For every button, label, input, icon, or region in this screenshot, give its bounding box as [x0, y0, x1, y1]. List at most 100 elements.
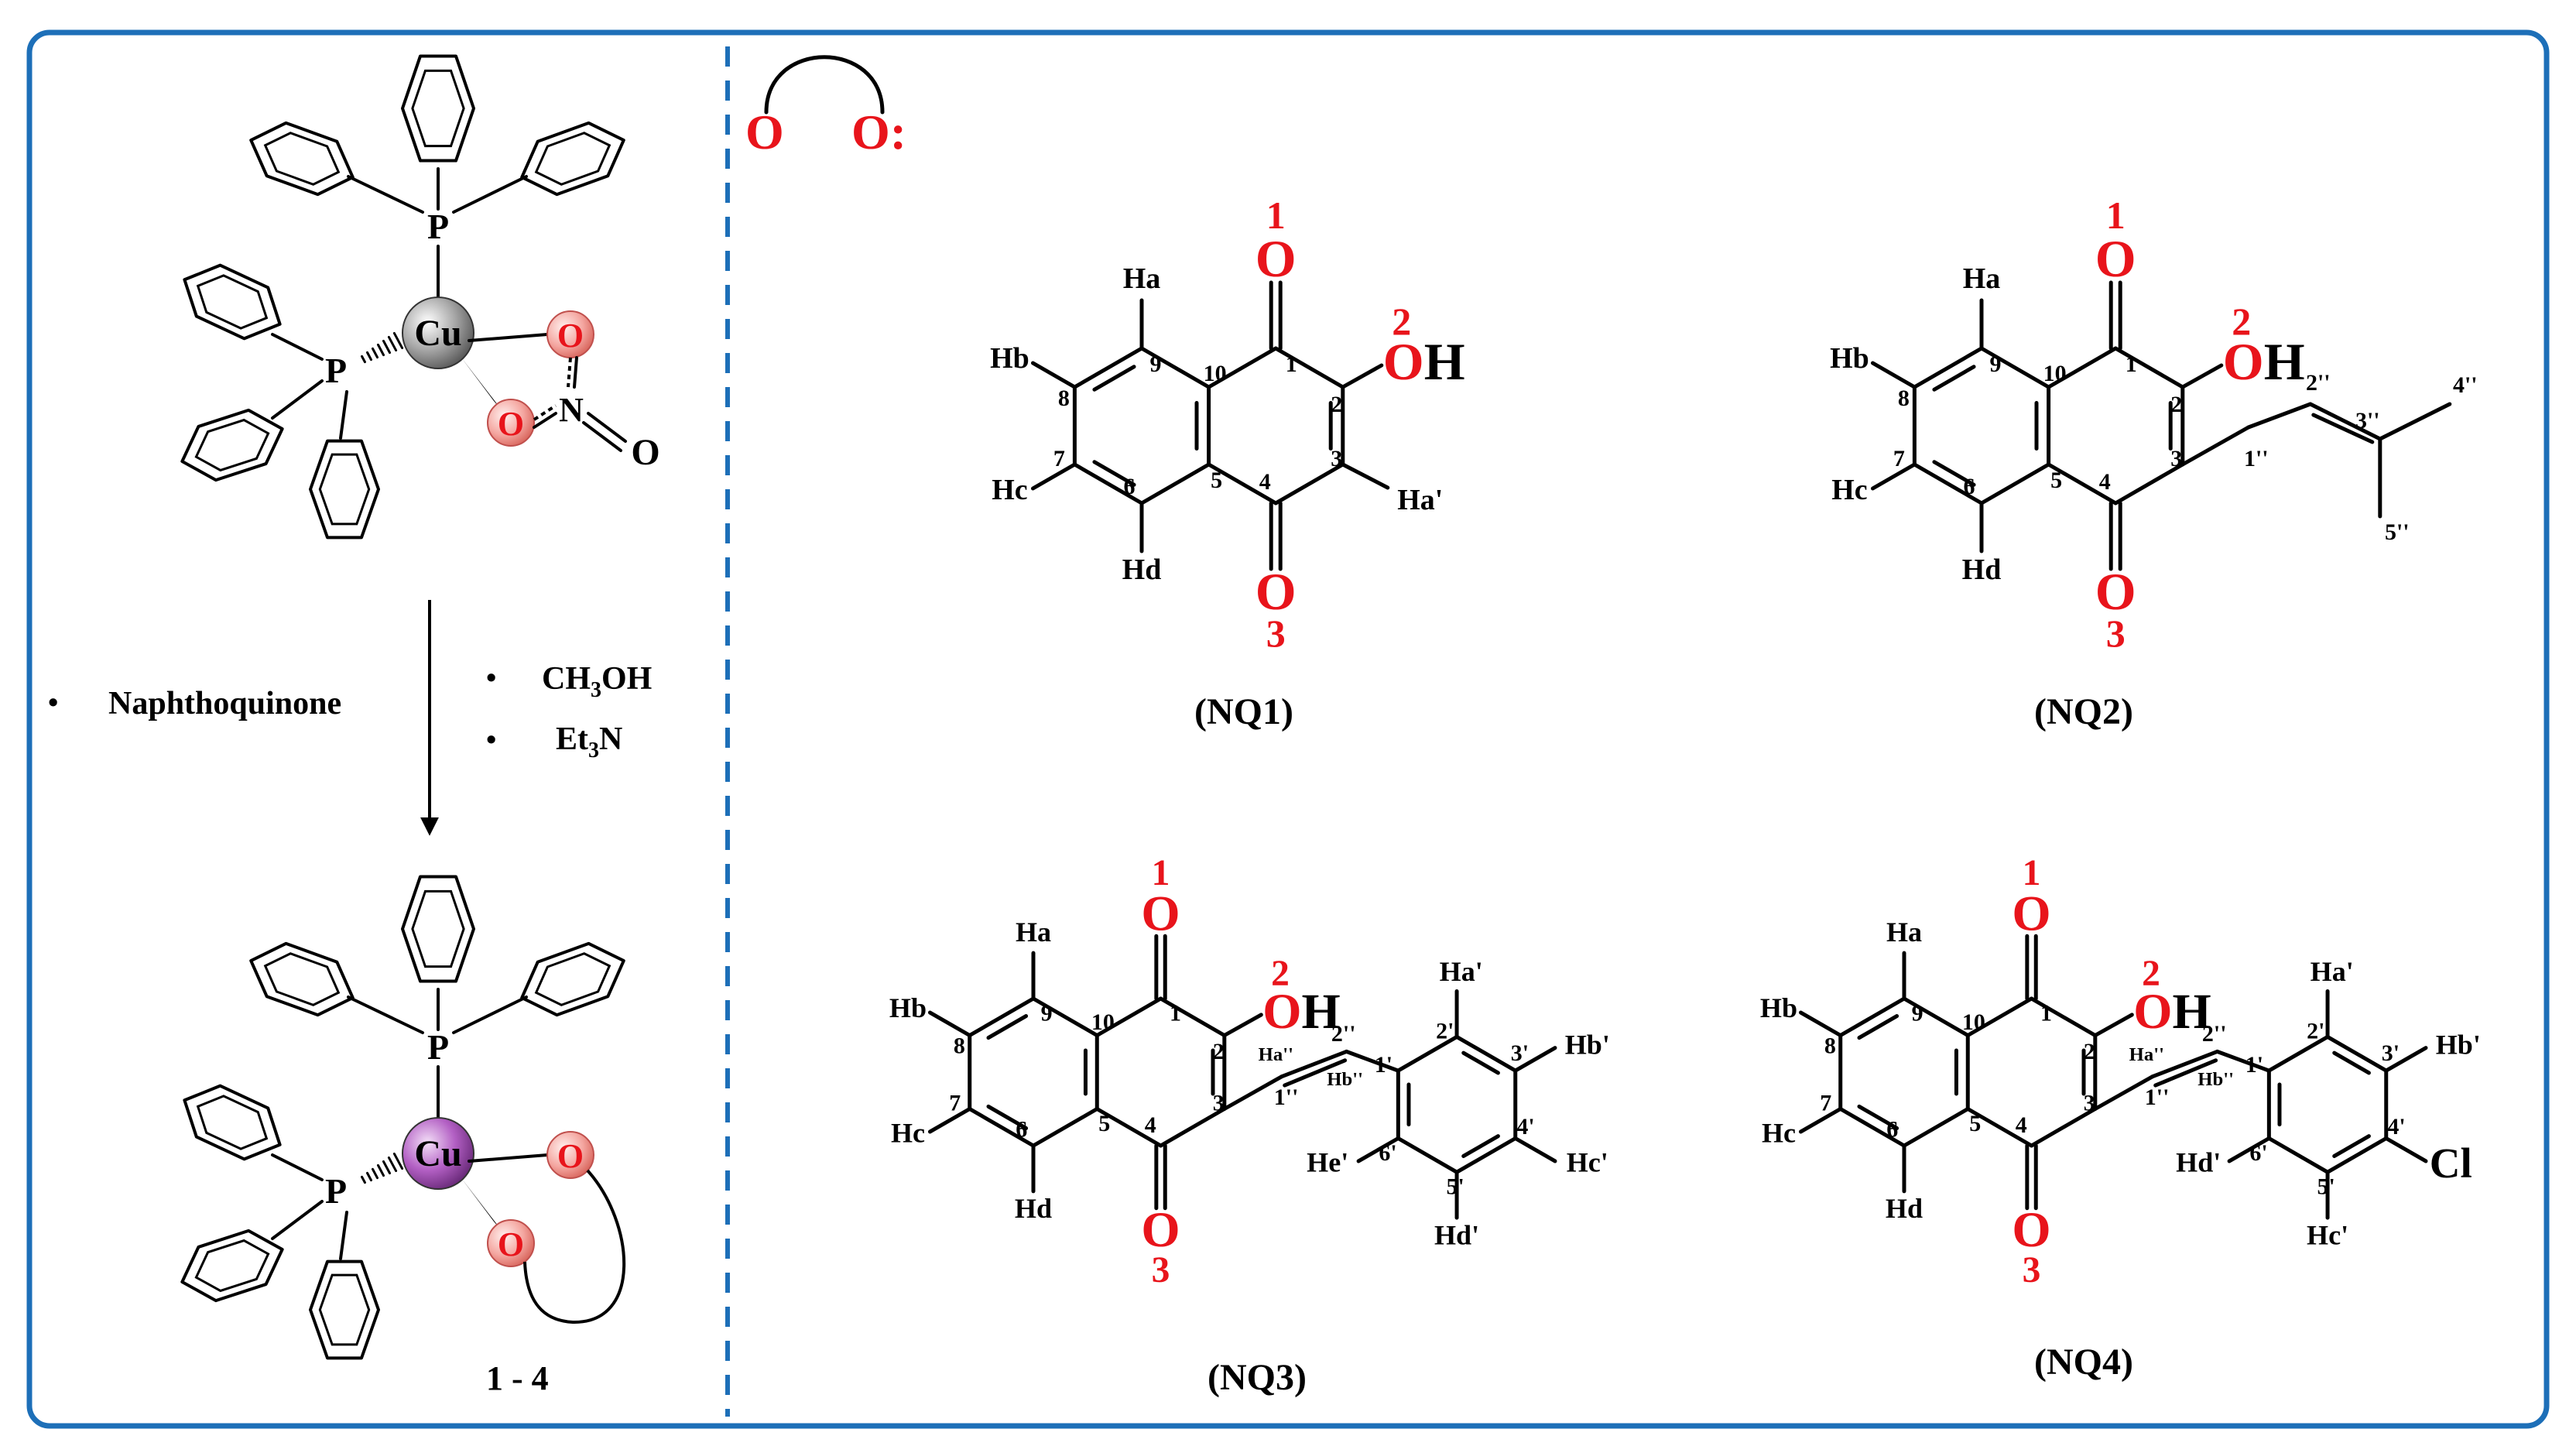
label-nq1: (NQ1)	[1194, 691, 1293, 732]
ring-number-7: 7	[1820, 1090, 1831, 1115]
n-o-dashed-bond	[567, 357, 572, 388]
phenyl-inner-ring	[194, 1239, 270, 1293]
ring-number-5: 5	[1969, 1111, 1981, 1136]
cu-o-bond	[468, 1153, 549, 1163]
label-ha: Ha	[1886, 917, 1922, 948]
ring-number-8: 8	[1824, 1033, 1836, 1058]
ring-bond	[1094, 1107, 1163, 1148]
h-bond	[1870, 462, 1917, 491]
phenyl-ring	[401, 875, 475, 983]
oxygen-ball	[487, 399, 535, 447]
ring-number-2: 2	[1213, 1039, 1225, 1064]
double-bond	[1932, 460, 1976, 487]
vinyl-phenyl-bond	[1345, 1049, 1400, 1073]
ring-number-1: 1	[1170, 1001, 1181, 1026]
phenyl-number-4: 4'	[1516, 1114, 1534, 1139]
double-bond	[1857, 1014, 1899, 1040]
ring-bond	[1139, 462, 1211, 505]
ring-bond	[1159, 1107, 1227, 1148]
double-bond	[986, 1104, 1029, 1130]
bullet-methanol: •	[486, 662, 496, 694]
phosphorus-1: P	[427, 207, 449, 246]
h-bond	[927, 1010, 972, 1037]
label-o3-number: 3	[1266, 612, 1286, 655]
prenyl-2: 2''	[2306, 370, 2331, 396]
hashed-wedge-segment	[376, 1163, 385, 1177]
phenyl-bond	[2325, 1034, 2389, 1073]
ring-bond	[1965, 1107, 2034, 1148]
label-he-prime: He'	[1307, 1146, 1348, 1177]
vinyl-bond	[2093, 1074, 2155, 1111]
h-bond	[1870, 361, 1917, 389]
hashed-wedge-segment	[372, 347, 379, 359]
label-nq4: (NQ4)	[2034, 1342, 2133, 1383]
ring-number-6: 6	[1886, 1117, 1898, 1143]
h-bond	[2384, 1046, 2428, 1073]
phenyl-icon	[401, 54, 475, 163]
ring-number-1: 1	[1286, 351, 1297, 377]
label-hd-prime: Hd'	[2176, 1146, 2221, 1177]
p-phenyl-bond	[347, 175, 424, 214]
ring-bond	[1072, 346, 1144, 389]
vinyl-bond	[1222, 1074, 1284, 1111]
label-hd: Hd	[1015, 1193, 1052, 1224]
phosphorus-1: P	[427, 1027, 449, 1067]
ring-bond	[2030, 1107, 2098, 1148]
carbonyl-o3: O	[1255, 562, 1297, 621]
chelate-arc-icon	[764, 55, 885, 115]
ring-bond	[2113, 462, 2185, 505]
phenyl-bond	[1454, 1034, 1518, 1073]
h-bond	[1341, 462, 1390, 490]
label-o3-number: 3	[1152, 1250, 1170, 1290]
wedge-bond	[461, 358, 503, 412]
h-bond	[1356, 1136, 1400, 1163]
label-o3-number: 3	[2023, 1250, 2041, 1290]
label-o1-number: 1	[1266, 194, 1286, 237]
label-hd-prime: Hd'	[1434, 1219, 1479, 1250]
label-hb: Hb	[1830, 342, 1869, 375]
n-o-bond	[582, 421, 622, 452]
ring-number-10: 10	[1091, 1009, 1115, 1035]
hydroxyl-group: OH	[2133, 983, 2211, 1039]
hashed-wedge-segment	[376, 343, 385, 357]
reagent-triethylamine: Et3N	[556, 721, 622, 762]
ring-bond	[2030, 996, 2098, 1037]
phenyl-inner-ring	[534, 132, 611, 186]
label-ha2: Ha''	[2129, 1044, 2164, 1065]
ring-number-8: 8	[1058, 386, 1070, 411]
n-o-dashed-bond	[533, 404, 557, 421]
label-ha2: Ha''	[1259, 1044, 1293, 1065]
ring-number-4: 4	[1145, 1112, 1156, 1138]
ring-number-6: 6	[1964, 474, 1975, 499]
cu-o-bond	[468, 333, 549, 342]
phosphorus-2: P	[325, 1171, 347, 1211]
double-bond	[1932, 365, 1976, 392]
prenyl-bond	[2378, 402, 2452, 441]
carbonyl-o1: O	[1255, 229, 1297, 288]
h-bond	[1513, 1046, 1557, 1073]
ring-number-3: 3	[1331, 446, 1342, 471]
ring-number-3: 3	[1213, 1090, 1225, 1115]
hydroxyl-group: OH	[1383, 332, 1465, 391]
h-bond	[927, 1107, 972, 1134]
h-bond	[1513, 1136, 1557, 1163]
phosphorus-2: P	[325, 351, 347, 390]
prenyl-bond	[2308, 402, 2382, 441]
double-bond	[1857, 1104, 1899, 1130]
ring-number-2: 2	[2170, 392, 2182, 417]
bullet-left: •	[48, 687, 58, 719]
phenyl-icon	[309, 439, 380, 540]
label-hc: Hc	[891, 1117, 925, 1148]
phenyl-inner-ring	[318, 453, 371, 526]
ring-number-5: 5	[1211, 468, 1222, 493]
prenyl-3: 3''	[2355, 408, 2380, 434]
phenyl-number-4: 4'	[2387, 1114, 2405, 1139]
ring-number-7: 7	[1053, 446, 1065, 471]
phenyl-inner-ring	[318, 1273, 371, 1346]
c-cl-bond	[2384, 1136, 2428, 1163]
hydroxyl-bond	[1341, 363, 1384, 389]
label-hb: Hb	[1760, 992, 1797, 1023]
hashed-wedge-segment	[361, 1175, 366, 1184]
ring-number-9: 9	[1912, 1001, 1923, 1026]
